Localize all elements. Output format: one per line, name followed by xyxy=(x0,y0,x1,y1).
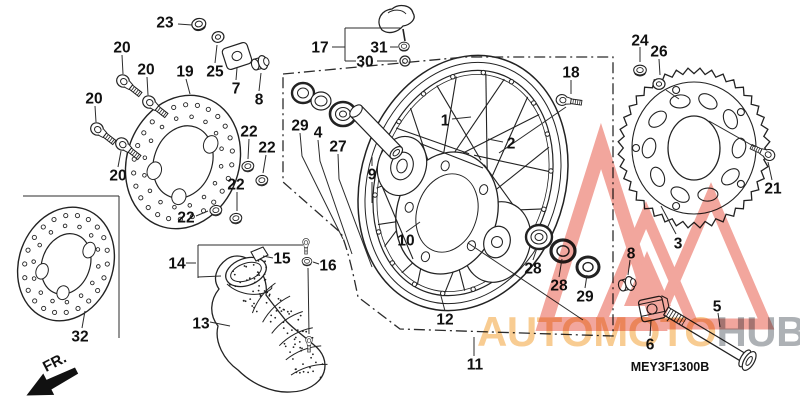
callout-26: 26 xyxy=(650,44,668,61)
logo-triangle-solid xyxy=(624,251,671,306)
bolt-30 xyxy=(399,55,411,67)
callout-20: 20 xyxy=(109,168,126,185)
callout-22: 22 xyxy=(177,210,194,227)
callout-31: 31 xyxy=(370,40,388,57)
watermark-logo xyxy=(535,122,775,331)
callout-28: 28 xyxy=(524,261,542,278)
callout-8: 8 xyxy=(255,92,264,109)
fr-arrow-icon xyxy=(26,373,55,396)
callout-15: 15 xyxy=(273,251,291,268)
callout-16: 16 xyxy=(319,258,337,275)
callout-11: 11 xyxy=(467,357,484,374)
callout-17: 17 xyxy=(311,40,328,57)
slider-clip-15 xyxy=(250,246,269,262)
callout-23: 23 xyxy=(156,15,174,32)
logo-triangle-inner xyxy=(591,200,702,330)
callout-14: 14 xyxy=(168,256,186,273)
watermark-brand-secondary: HUB xyxy=(716,308,800,355)
callout-5: 5 xyxy=(713,299,722,316)
washer-26 xyxy=(652,78,666,90)
callout-22: 22 xyxy=(258,140,275,157)
callout-2: 2 xyxy=(507,136,516,153)
block-7 xyxy=(221,41,253,71)
axle-spacer xyxy=(349,104,404,160)
callout-10: 10 xyxy=(397,233,414,250)
callout-20: 20 xyxy=(137,62,154,79)
callout-22: 22 xyxy=(227,177,244,194)
callout-20: 20 xyxy=(113,40,130,57)
drawing-code: MEY3F1300B xyxy=(631,360,710,374)
rubber-boot-17 xyxy=(378,4,415,42)
nut-31 xyxy=(398,41,410,52)
callout-21: 21 xyxy=(764,181,782,198)
callout-13: 13 xyxy=(192,316,210,333)
brake-disc-19 xyxy=(124,94,242,230)
callout-30: 30 xyxy=(356,54,373,71)
left-bearing-stack xyxy=(290,81,404,160)
callout-24: 24 xyxy=(631,33,649,50)
callout-9: 9 xyxy=(368,167,377,184)
watermark-brand-primary: AUTOMOTO xyxy=(477,308,716,355)
nut-24 xyxy=(633,64,647,77)
sprocket xyxy=(617,67,771,229)
drive-chain-outline xyxy=(282,56,614,337)
callout-7: 7 xyxy=(232,81,241,98)
callout-6: 6 xyxy=(646,337,655,354)
leader-lines xyxy=(23,23,773,356)
callout-29: 29 xyxy=(291,118,309,135)
watermark-text: AUTOMOTOHUB xyxy=(477,308,800,355)
callout-18: 18 xyxy=(562,65,580,82)
callout-25: 25 xyxy=(206,64,224,81)
callout-19: 19 xyxy=(176,64,194,81)
callout-4: 4 xyxy=(314,125,323,142)
callout-20: 20 xyxy=(85,91,102,108)
chain-slider xyxy=(211,246,328,393)
callout-12: 12 xyxy=(436,312,453,329)
callout-32: 32 xyxy=(71,329,88,346)
brake-disc-32 xyxy=(16,206,116,322)
nut-16 xyxy=(301,257,313,267)
callout-3: 3 xyxy=(674,236,683,253)
callout-1: 1 xyxy=(441,113,450,130)
callout-27: 27 xyxy=(329,139,346,156)
logo-triangle-right xyxy=(647,182,775,330)
callout-22: 22 xyxy=(240,124,257,141)
callout-29: 29 xyxy=(576,289,594,306)
rear-wheel xyxy=(357,54,569,312)
